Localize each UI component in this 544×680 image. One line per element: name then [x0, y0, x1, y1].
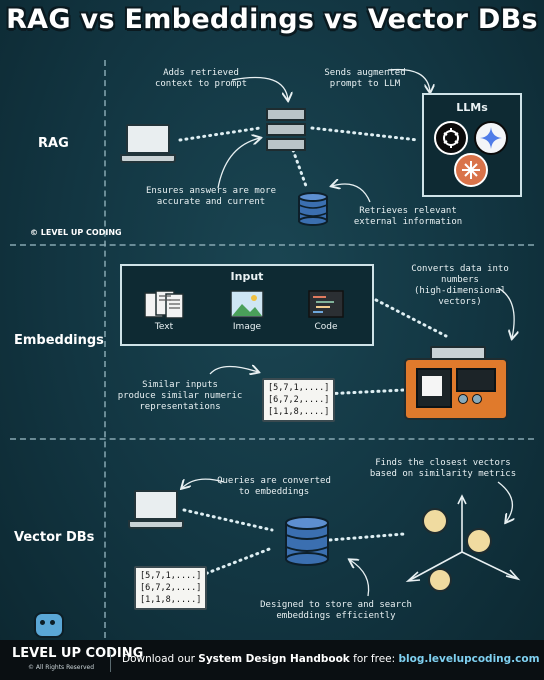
openai-icon [434, 121, 468, 155]
page-title: RAG vs Embeddings vs Vector DBs [6, 4, 538, 35]
vector-row: [1,1,8,....] [268, 407, 330, 417]
llm-box: LLMs [422, 93, 522, 197]
note-sends-augmented: Sends augmented prompt to LLM [324, 68, 406, 89]
vector-cluster-icon [422, 508, 448, 534]
flow-vectors-to-db [182, 546, 274, 584]
footer-rights: © All Rights Reserved [28, 664, 95, 671]
server-icon [266, 108, 306, 151]
arrow-sends-augmented [387, 68, 430, 92]
note-queries: Queries are converted to embeddings [217, 476, 331, 497]
laptop-icon [128, 490, 184, 529]
arrow-retrieves [332, 184, 371, 203]
arrow-converts [497, 287, 514, 338]
claude-icon [454, 153, 488, 187]
note-designed: Designed to store and search embeddings … [260, 600, 412, 621]
footer-cta-bold: System Design Handbook [198, 653, 350, 665]
section-divider-2 [10, 438, 534, 440]
arrow-similar [209, 366, 258, 374]
column-divider [104, 60, 106, 638]
db-vector-list: [5,7,1,....] [6,7,2,....] [1,1,8,....] [134, 566, 208, 610]
section-label-rag: RAG [38, 136, 69, 151]
vector-row: [5,7,1,....] [140, 571, 202, 581]
vector-cluster-icon [428, 568, 452, 592]
footer: LEVEL UP CODING © All Rights Reserved Do… [0, 640, 544, 680]
vector-row: [1,1,8,....] [140, 595, 202, 605]
flow-server-to-llm [310, 126, 420, 142]
flow-laptop-to-db [182, 508, 274, 532]
footer-cta: Download our System Design Handbook for … [122, 653, 540, 665]
arrow-closest [497, 481, 512, 522]
flow-db-to-space [328, 532, 406, 542]
image-icon [230, 290, 264, 322]
flow-input-to-engine [374, 298, 448, 338]
footer-link[interactable]: blog.levelupcoding.com [398, 653, 540, 665]
input-label-image: Image [232, 322, 262, 332]
vector-row: [5,7,1,....] [268, 383, 330, 393]
flow-engine-to-vectors [322, 388, 406, 396]
input-label-text: Text [154, 322, 174, 332]
vector-cluster-icon [466, 528, 492, 554]
input-box-title: Input [230, 270, 264, 283]
note-adds-context: Adds retrieved context to prompt [154, 68, 248, 89]
section-label-vectordbs: Vector DBs [14, 530, 95, 545]
arrow-adds-context [231, 76, 288, 101]
footer-divider [110, 650, 111, 672]
code-icon [308, 290, 344, 322]
footer-cta-suffix: for free: [349, 653, 399, 665]
document-icon [144, 290, 184, 324]
note-closest: Finds the closest vectors based on simil… [369, 458, 517, 479]
note-converts: Converts data into numbers (high-dimensi… [411, 264, 509, 307]
gemini-icon [474, 121, 508, 155]
input-label-code: Code [314, 322, 338, 332]
note-similar: Similar inputs produce similar numeric r… [117, 380, 243, 412]
laptop-icon [120, 124, 176, 163]
arrow-designed [350, 560, 370, 597]
note-retrieves: Retrieves relevant external information [353, 206, 463, 227]
vector-space-axes [405, 494, 521, 582]
database-icon [298, 192, 328, 230]
vector-row: [6,7,2,....] [140, 583, 202, 593]
footer-cta-prefix: Download our [122, 653, 199, 665]
embedding-engine-icon [404, 346, 508, 420]
embedding-vector-list: [5,7,1,....] [6,7,2,....] [1,1,8,....] [262, 378, 336, 422]
flow-server-to-db [291, 148, 308, 188]
brand-watermark: © LEVEL UP CODING [30, 228, 122, 237]
section-divider-1 [10, 244, 534, 246]
section-label-embeddings: Embeddings [14, 333, 104, 348]
input-box: Input Text Image Code [120, 264, 374, 346]
arrow-ensures [217, 138, 260, 189]
vector-row: [6,7,2,....] [268, 395, 330, 405]
flow-laptop-to-server [178, 126, 262, 142]
note-ensures-answers: Ensures answers are more accurate and cu… [145, 186, 277, 207]
llm-box-title: LLMs [456, 101, 488, 114]
arrow-queries [182, 478, 225, 488]
robot-mascot-icon [34, 612, 64, 638]
vector-database-icon [284, 516, 330, 570]
